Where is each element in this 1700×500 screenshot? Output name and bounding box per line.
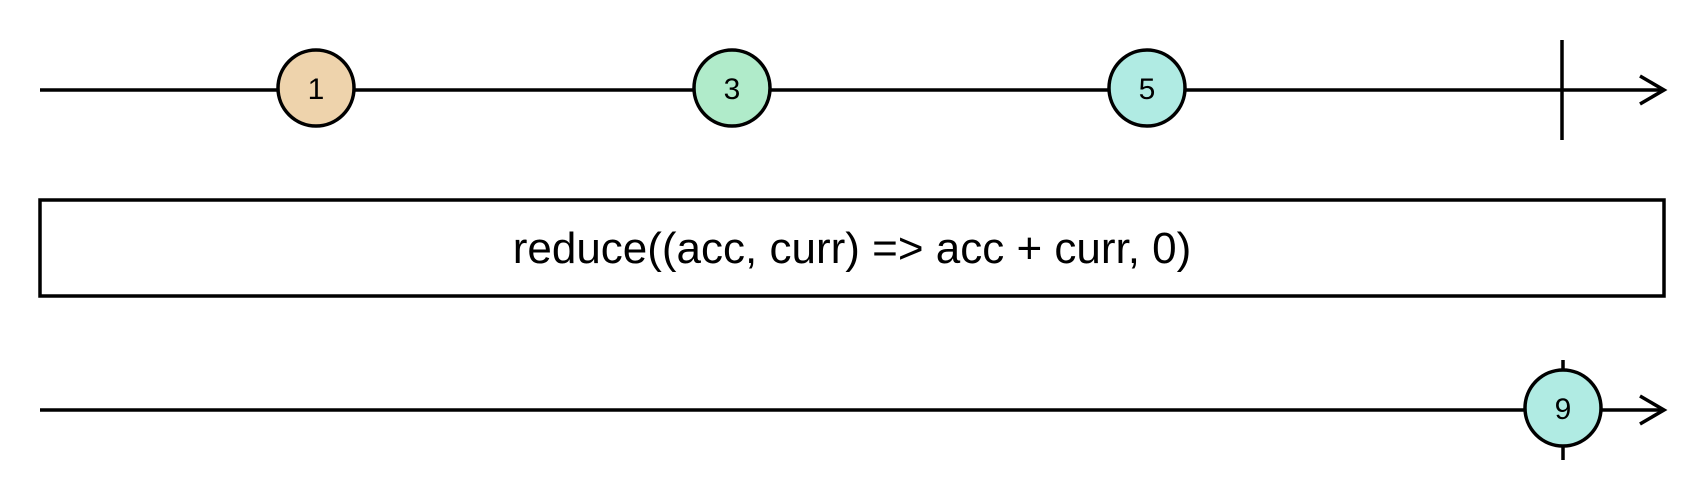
marble-circle: [1523, 368, 1603, 448]
output-stream: 9: [40, 360, 1668, 460]
marble-label: 3: [724, 73, 741, 106]
output-marble-9: 9: [1523, 368, 1603, 448]
marble-label: 1: [308, 73, 325, 106]
operator-label: reduce((acc, curr) => acc + curr, 0): [513, 224, 1192, 273]
input-stream: 1 3 5: [40, 40, 1668, 140]
marble-circle: [1107, 48, 1187, 128]
operator: reduce((acc, curr) => acc + curr, 0): [38, 198, 1666, 298]
input-arrow-head: [1639, 74, 1668, 106]
marble-label: 5: [1139, 73, 1156, 106]
marble-circle: [692, 48, 772, 128]
marble-label: 9: [1555, 393, 1572, 426]
marble-circle: [276, 48, 356, 128]
input-marble-5: 5: [1107, 48, 1187, 128]
input-marble-3: 3: [692, 48, 772, 128]
output-arrow-head: [1639, 394, 1668, 426]
operator-box: [38, 198, 1666, 298]
input-marble-1: 1: [276, 48, 356, 128]
